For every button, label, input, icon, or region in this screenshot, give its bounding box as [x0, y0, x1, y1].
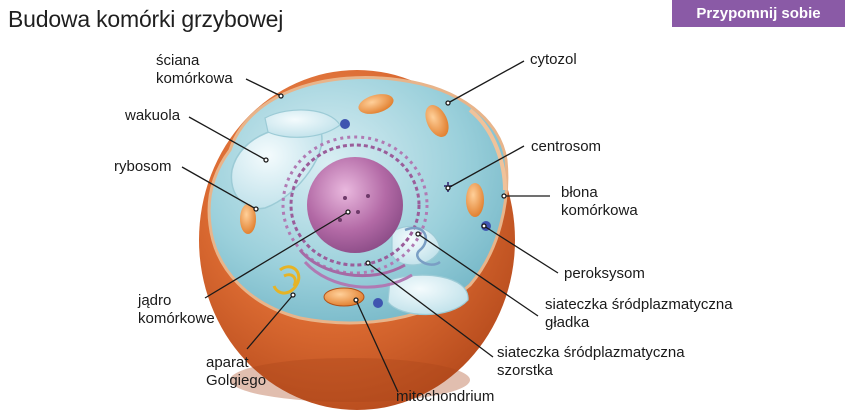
label-text: siateczka śródplazmatyczna [545, 296, 733, 313]
label-smooth-er: siateczka śródplazmatyczna gładka [545, 296, 733, 332]
mitochondria [240, 94, 484, 307]
label-membrane: błona komórkowa [561, 184, 638, 220]
label-text: ściana [156, 52, 200, 69]
label-text: komórkowe [138, 310, 215, 327]
vacuole [230, 109, 469, 316]
label-rough-er: siateczka śródplazmatyczna szorstka [497, 344, 685, 380]
label-mitochondrium: mitochondrium [396, 388, 495, 405]
rough-er [281, 135, 429, 289]
label-ribosome: rybosom [114, 158, 172, 175]
label-text: jądro [138, 292, 172, 309]
nucleus [307, 157, 403, 253]
label-text: komórkowa [156, 70, 233, 87]
leader-lines [181, 60, 559, 393]
smooth-er [404, 226, 441, 266]
label-text: szorstka [497, 362, 553, 379]
label-centrosome: centrosom [531, 138, 602, 155]
label-golgi: aparat Golgiego [206, 354, 266, 390]
label-cytosol: cytozol [530, 51, 577, 68]
page-title: Budowa komórki grzybowej [8, 6, 284, 32]
recall-button[interactable]: Przypomnij sobie [672, 0, 845, 27]
label-cell-wall: ściana komórkowa [156, 52, 233, 88]
label-nucleus: jądro komórkowe [138, 292, 215, 328]
label-text: błona [561, 184, 598, 201]
label-text: gładka [545, 314, 590, 331]
label-vacuole: wakuola [125, 107, 181, 124]
label-text: siateczka śródplazmatyczna [497, 344, 685, 361]
label-text: Golgiego [206, 372, 267, 389]
golgi-apparatus [272, 265, 301, 295]
label-peroxisome: peroksysom [564, 265, 645, 282]
label-text: aparat [206, 354, 249, 371]
label-text: komórkowa [561, 202, 638, 219]
